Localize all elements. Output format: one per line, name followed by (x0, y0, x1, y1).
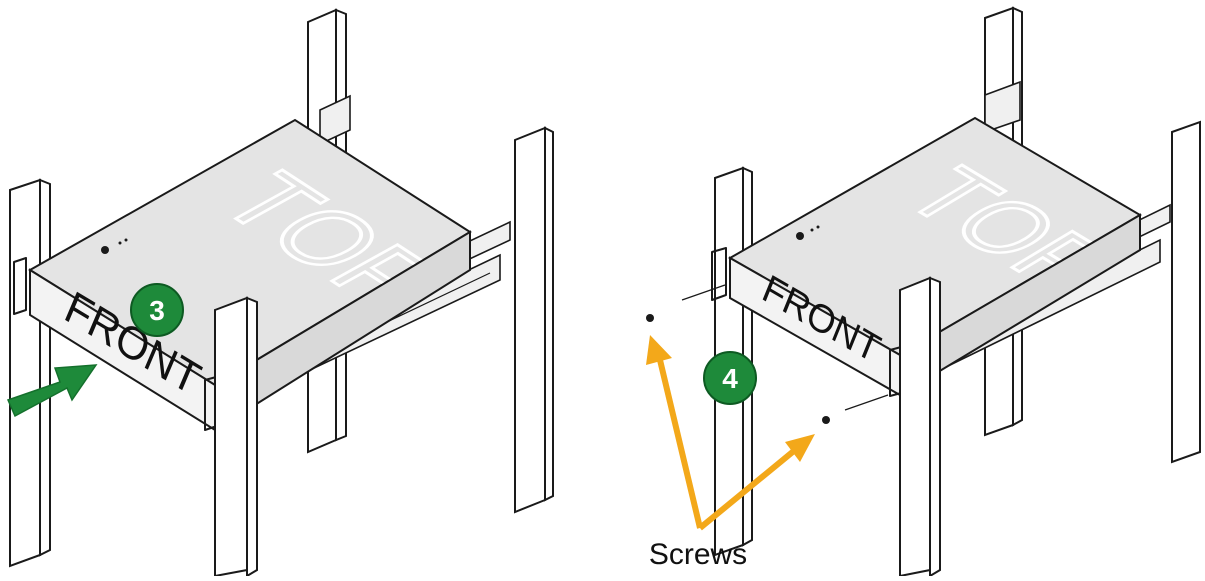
push-arrow-icon (6, 364, 98, 418)
step-badge: 4 (703, 351, 757, 405)
panel-left: TOP FRONT 3 (6, 8, 554, 578)
rack-post-rear-right (514, 126, 554, 514)
step-number: 3 (149, 295, 165, 326)
mounting-ear (711, 247, 727, 301)
panel-right: TOP FRONT 4 (646, 6, 1201, 578)
rack-post-front-left (9, 178, 51, 568)
step-number: 4 (722, 363, 738, 394)
rack-post-rear-right (1171, 120, 1201, 464)
rack-post-front-right (214, 296, 258, 578)
rack-post-front-right (899, 276, 941, 578)
callout-arrow-icon (646, 335, 815, 531)
step-badge: 3 (130, 283, 184, 337)
mounting-ear (13, 257, 27, 315)
screw-guide-lines (681, 284, 889, 411)
screw-icon (646, 314, 830, 424)
screws-caption: Screws (649, 538, 747, 571)
